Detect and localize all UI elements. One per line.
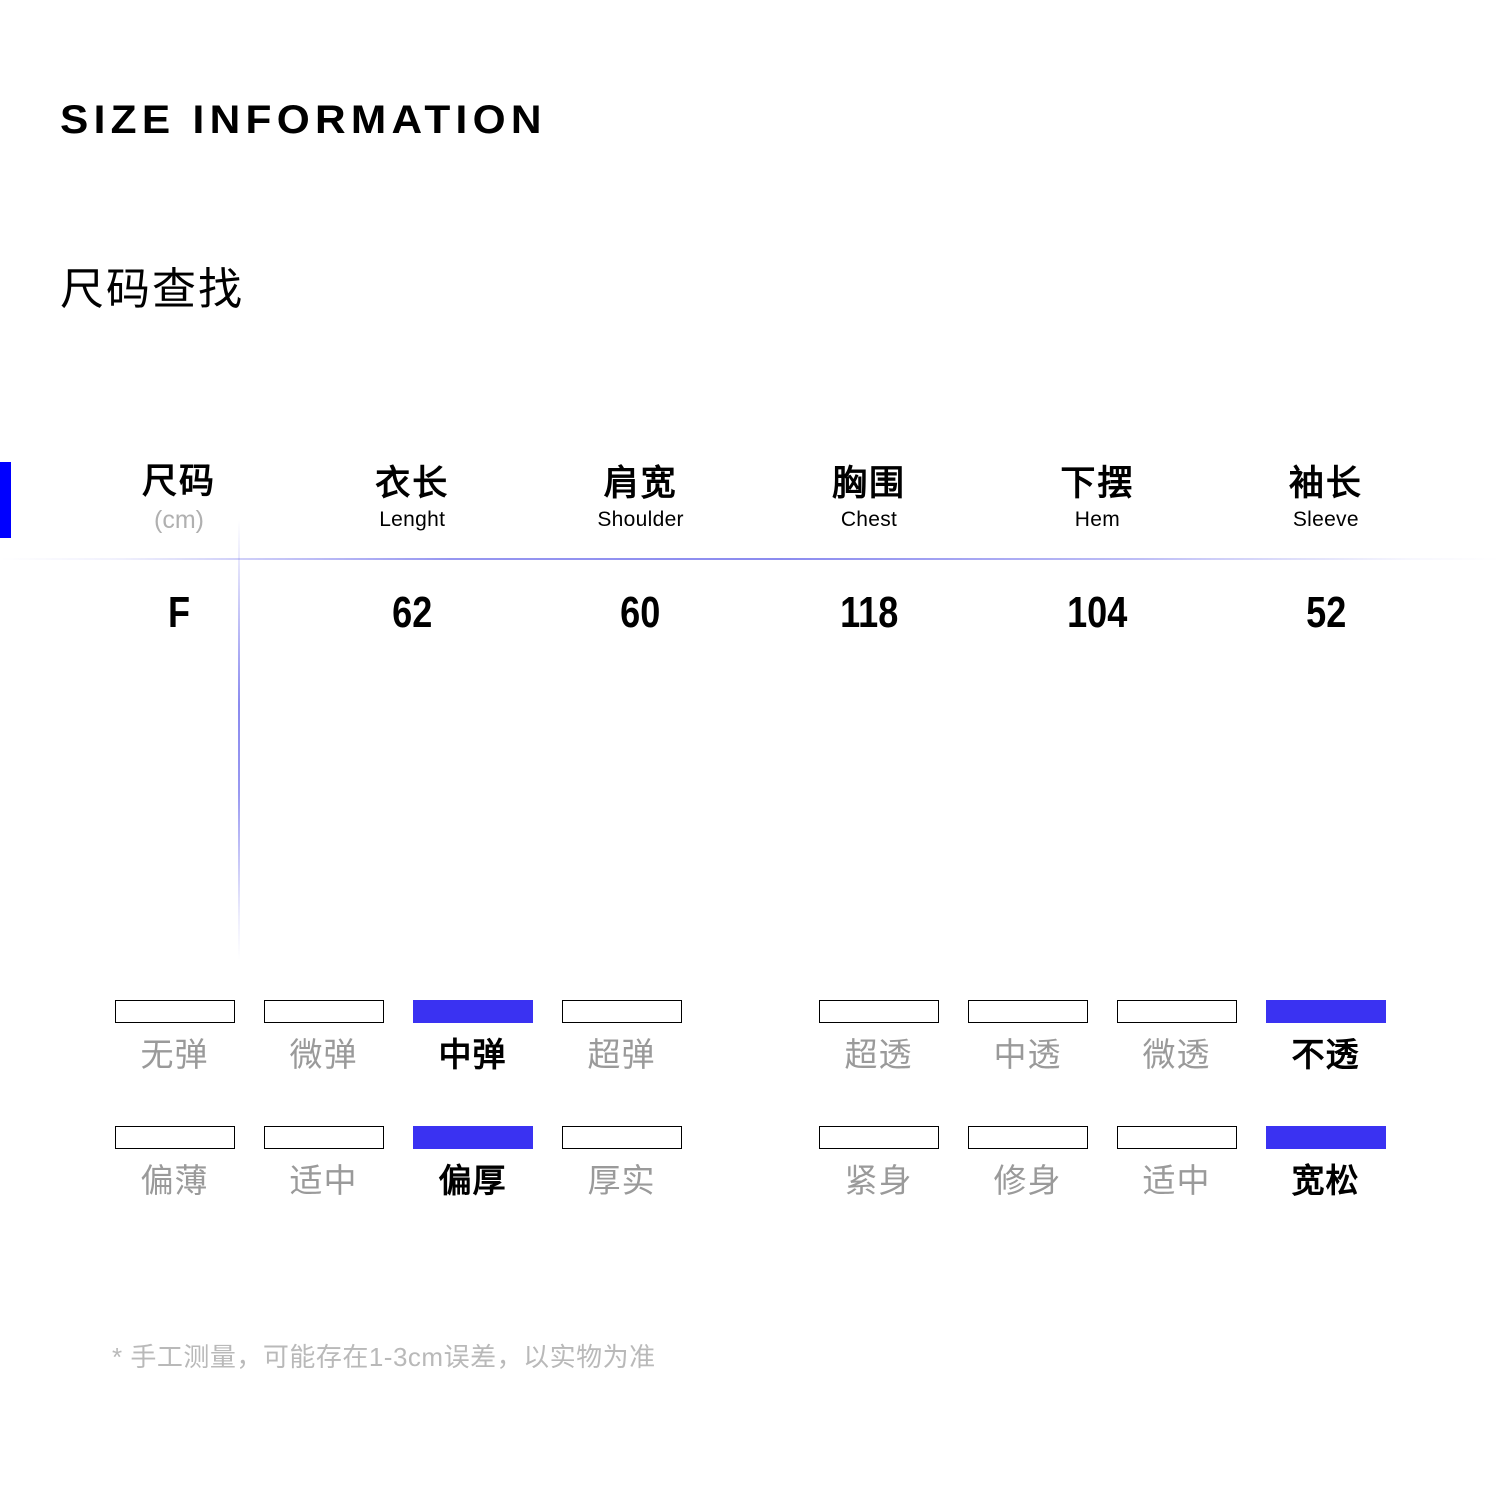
attribute-group-fit: 紧身 修身 适中 宽松: [804, 1126, 1400, 1252]
attribute-label-wudan: 无弹: [140, 1036, 209, 1073]
attribute-bar-zhongdan: [412, 1000, 533, 1023]
attribute-bar-xiushen: [967, 1126, 1088, 1149]
attribute-label-chaotou: 超透: [844, 1036, 913, 1073]
attribute-bar-wudan: [114, 1000, 235, 1023]
value-size: F: [167, 588, 191, 637]
attribute-option-pianbao[interactable]: 偏薄: [100, 1126, 249, 1252]
attribute-label-zhongdan: 中弹: [438, 1036, 507, 1073]
header-cn-hem: 下摆: [1060, 464, 1135, 504]
value-shoulder: 60: [620, 588, 661, 637]
attribute-group-thickness: 偏薄 适中 偏厚 厚实: [100, 1126, 696, 1252]
attribute-option-chaotou[interactable]: 超透: [804, 1000, 953, 1126]
attribute-label-zhongtou: 中透: [993, 1036, 1062, 1073]
attribute-label-chaodan: 超弹: [587, 1036, 656, 1073]
value-hem: 104: [1067, 588, 1128, 637]
table-header-cell-hem: 下摆 Hem: [983, 464, 1211, 534]
header-cn-sleeve: 袖长: [1288, 464, 1363, 504]
table-header-cell-length: 衣长 Lenght: [298, 464, 526, 534]
attribute-option-zhongdan[interactable]: 中弹: [398, 1000, 547, 1126]
cell-shoulder: 60: [526, 591, 754, 635]
attribute-label-shizhong: 适中: [289, 1162, 358, 1199]
header-cn-size: 尺码: [141, 461, 216, 501]
attribute-label-pianbao: 偏薄: [140, 1162, 209, 1199]
table-header-cell-shoulder: 肩宽 Shoulder: [526, 464, 754, 534]
attribute-bar-shizhong: [263, 1126, 384, 1149]
attribute-option-jinshen[interactable]: 紧身: [804, 1126, 953, 1252]
attribute-bar-butou: [1265, 1000, 1386, 1023]
attribute-label-butou: 不透: [1291, 1036, 1360, 1073]
attribute-indicators: 无弹 微弹 中弹 超弹 超透 中透: [0, 1000, 1500, 1252]
attribute-label-pianhou: 偏厚: [438, 1162, 507, 1199]
header-cn-chest: 胸围: [832, 464, 907, 504]
attribute-bar-chaodan: [561, 1000, 682, 1023]
attribute-bar-weitou: [1116, 1000, 1237, 1023]
table-row: F 62 60 118 104 52: [0, 558, 1500, 668]
table-column-divider: [238, 520, 240, 960]
value-chest: 118: [839, 588, 899, 637]
size-table: 尺码 (cm) 衣长 Lenght 肩宽 Shoulder 胸围 Chest 下…: [0, 440, 1500, 960]
attribute-label-houshi: 厚实: [587, 1162, 656, 1199]
cell-hem: 104: [983, 591, 1211, 635]
attribute-label-shizhong2: 适中: [1142, 1162, 1211, 1199]
attribute-option-houshi[interactable]: 厚实: [547, 1126, 696, 1252]
header-cn-length: 衣长: [375, 464, 450, 504]
attribute-label-xiushen: 修身: [993, 1162, 1062, 1199]
cell-length: 62: [298, 591, 526, 635]
cell-size: F: [60, 591, 298, 635]
cell-chest: 118: [755, 591, 983, 635]
attribute-bar-kuansong: [1265, 1126, 1386, 1149]
attribute-row-2: 偏薄 适中 偏厚 厚实 紧身 修身: [0, 1126, 1500, 1252]
attribute-option-pianhou[interactable]: 偏厚: [398, 1126, 547, 1252]
attribute-group-transparency: 超透 中透 微透 不透: [804, 1000, 1400, 1126]
attribute-option-shizhong[interactable]: 适中: [249, 1126, 398, 1252]
attribute-bar-jinshen: [818, 1126, 939, 1149]
header-unit-size: (cm): [154, 505, 204, 534]
attribute-bar-chaotou: [818, 1000, 939, 1023]
attribute-option-kuansong[interactable]: 宽松: [1251, 1126, 1400, 1252]
attribute-label-jinshen: 紧身: [844, 1162, 913, 1199]
attribute-bar-houshi: [561, 1126, 682, 1149]
table-header-cell-size: 尺码 (cm): [60, 462, 298, 537]
attribute-option-chaodan[interactable]: 超弹: [547, 1000, 696, 1126]
attribute-label-kuansong: 宽松: [1291, 1162, 1360, 1199]
attribute-bar-pianbao: [114, 1126, 235, 1149]
value-length: 62: [392, 588, 433, 637]
attribute-option-zhongtou[interactable]: 中透: [953, 1000, 1102, 1126]
attribute-label-weidan: 微弹: [289, 1036, 358, 1073]
header-en-sleeve: Sleeve: [1292, 508, 1359, 532]
table-header-row: 尺码 (cm) 衣长 Lenght 肩宽 Shoulder 胸围 Chest 下…: [0, 440, 1500, 558]
table-header-divider: [0, 558, 1500, 560]
value-sleeve: 52: [1305, 588, 1346, 637]
attribute-bar-pianhou: [412, 1126, 533, 1149]
header-en-chest: Chest: [840, 508, 898, 532]
attribute-label-weitou: 微透: [1142, 1036, 1211, 1073]
attribute-option-weitou[interactable]: 微透: [1102, 1000, 1251, 1126]
header-cn-shoulder: 肩宽: [603, 464, 678, 504]
attribute-option-xiushen[interactable]: 修身: [953, 1126, 1102, 1252]
attribute-group-elasticity: 无弹 微弹 中弹 超弹: [100, 1000, 696, 1126]
header-en-shoulder: Shoulder: [597, 508, 684, 532]
attribute-bar-weidan: [263, 1000, 384, 1023]
accent-bar: [0, 462, 11, 538]
attribute-option-wudan[interactable]: 无弹: [100, 1000, 249, 1126]
table-header-cell-chest: 胸围 Chest: [755, 464, 983, 534]
measurement-disclaimer: * 手工测量，可能存在1-3cm误差，以实物为准: [112, 1342, 656, 1372]
page-title: SIZE INFORMATION: [60, 98, 547, 142]
attribute-option-shizhong2[interactable]: 适中: [1102, 1126, 1251, 1252]
header-en-hem: Hem: [1074, 508, 1121, 532]
header-en-length: Lenght: [379, 508, 446, 532]
attribute-bar-shizhong2: [1116, 1126, 1237, 1149]
attribute-bar-zhongtou: [967, 1000, 1088, 1023]
cell-sleeve: 52: [1212, 591, 1440, 635]
attribute-option-butou[interactable]: 不透: [1251, 1000, 1400, 1126]
attribute-option-weidan[interactable]: 微弹: [249, 1000, 398, 1126]
attribute-row-1: 无弹 微弹 中弹 超弹 超透 中透: [0, 1000, 1500, 1126]
section-subtitle: 尺码查找: [60, 265, 244, 314]
table-header-cell-sleeve: 袖长 Sleeve: [1212, 464, 1440, 534]
